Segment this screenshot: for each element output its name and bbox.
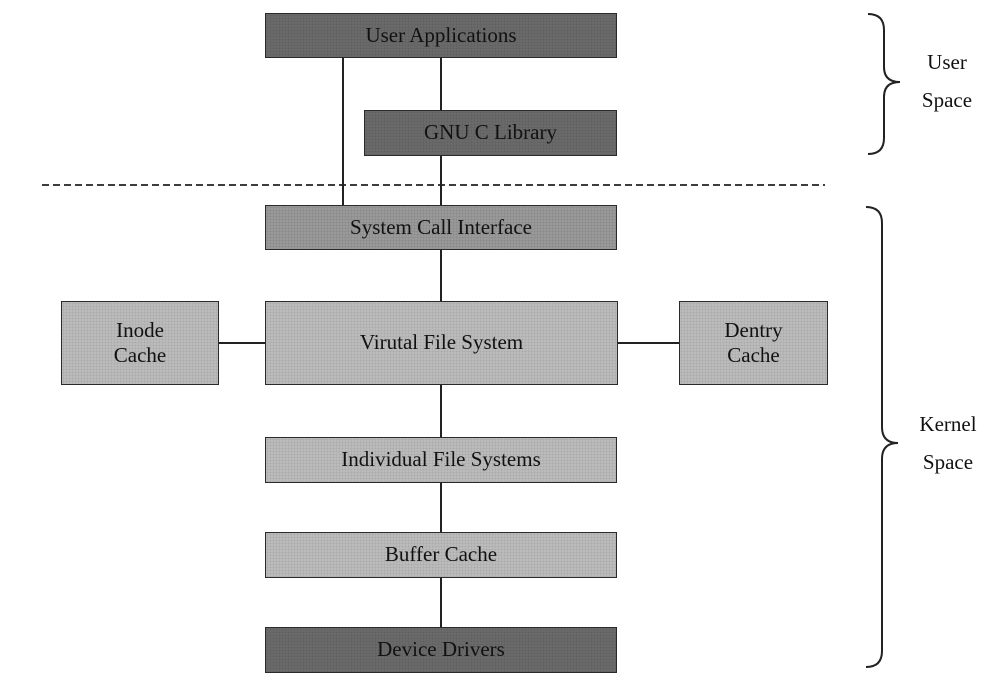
buffer-cache-label: Buffer Cache (384, 542, 498, 567)
user-applications-box: User Applications (265, 13, 617, 58)
individual-file-systems-box: Individual File Systems (265, 437, 617, 483)
kernel-space-brace (865, 206, 899, 668)
user-space-label: User Space (921, 50, 973, 112)
inode-cache-box: Inode Cache (61, 301, 219, 385)
system-call-interface-box: System Call Interface (265, 205, 617, 250)
dentry-cache-label: Dentry Cache (724, 317, 783, 367)
device-drivers-box: Device Drivers (265, 627, 617, 673)
user-applications-label: User Applications (365, 22, 517, 47)
buffer-cache-box: Buffer Cache (265, 532, 617, 578)
gnu-c-library-box: GNU C Library (364, 110, 617, 156)
inode-cache-label: Inode Cache (113, 317, 167, 367)
user-space-brace (867, 13, 901, 155)
device-drivers-label: Device Drivers (377, 637, 505, 662)
kernel-space-label: Kernel Space (919, 412, 977, 474)
system-call-interface-label: System Call Interface (350, 214, 532, 239)
gnu-c-library-label: GNU C Library (424, 120, 557, 145)
dentry-cache-box: Dentry Cache (679, 301, 828, 385)
individual-file-systems-label: Individual File Systems (341, 447, 541, 472)
virtual-file-system-box: Virutal File System (265, 301, 618, 385)
virtual-file-system-label: Virutal File System (359, 330, 524, 355)
